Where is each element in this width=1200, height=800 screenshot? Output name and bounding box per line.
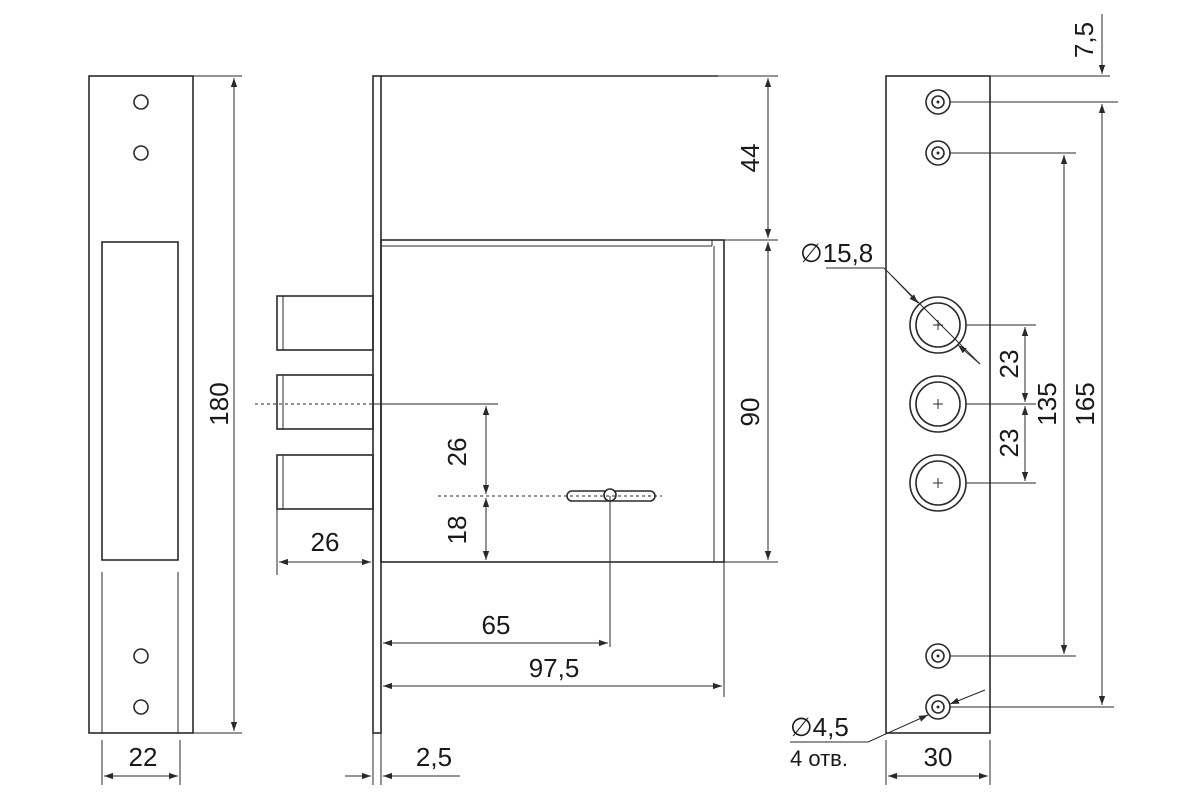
dim-label-mount-hole-count: 4 отв. (790, 746, 848, 771)
dim-label-18: 18 (442, 516, 472, 545)
dim-label-23-lower: 23 (994, 429, 1024, 458)
bolt (276, 295, 374, 351)
bolt-hole (909, 375, 967, 433)
strike-screw-hole (133, 94, 149, 110)
strike-screw-hole (133, 145, 149, 161)
strike-bolt-window (101, 241, 179, 561)
bolt-hole (909, 454, 967, 512)
dim-label-65: 65 (482, 610, 511, 640)
bolt-hole (909, 296, 967, 354)
bolt (276, 454, 374, 510)
strike-screw-hole (133, 648, 149, 664)
dim-label-26-horizontal: 26 (311, 527, 340, 557)
dim-label-22: 22 (129, 742, 158, 772)
mount-hole (925, 643, 951, 669)
dim-label-180: 180 (204, 382, 234, 425)
lock-side-view: 26 18 26 44 90 65 97,5 2,5 (255, 75, 778, 785)
dim-label-90: 90 (735, 398, 765, 427)
dim-label-bolt-hole-diameter: ∅15,8 (800, 238, 873, 268)
dim-label-2-5: 2,5 (416, 742, 452, 772)
mount-hole (925, 694, 951, 720)
dim-label-44: 44 (735, 144, 765, 173)
bolt (276, 374, 374, 430)
dim-label-26-vertical: 26 (442, 438, 472, 467)
dim-label-165: 165 (1070, 382, 1100, 425)
faceplate-front-view: ∅15,8 7,5 165 135 23 23 ∅4,5 4 отв. (790, 14, 1118, 785)
mount-hole (925, 140, 951, 166)
lock-case (380, 239, 725, 563)
dim-label-30: 30 (924, 742, 953, 772)
dim-label-23-upper: 23 (994, 350, 1024, 379)
strike-plate (88, 75, 194, 734)
dim-label-97-5: 97,5 (529, 653, 580, 683)
mount-hole (925, 89, 951, 115)
strike-plate-view: 180 22 (88, 75, 242, 785)
dim-label-mount-hole-diameter: ∅4,5 (790, 712, 849, 742)
keyhole (438, 488, 662, 647)
dim-label-7-5: 7,5 (1069, 22, 1099, 58)
dim-label-135: 135 (1032, 382, 1062, 425)
strike-screw-hole (133, 699, 149, 715)
